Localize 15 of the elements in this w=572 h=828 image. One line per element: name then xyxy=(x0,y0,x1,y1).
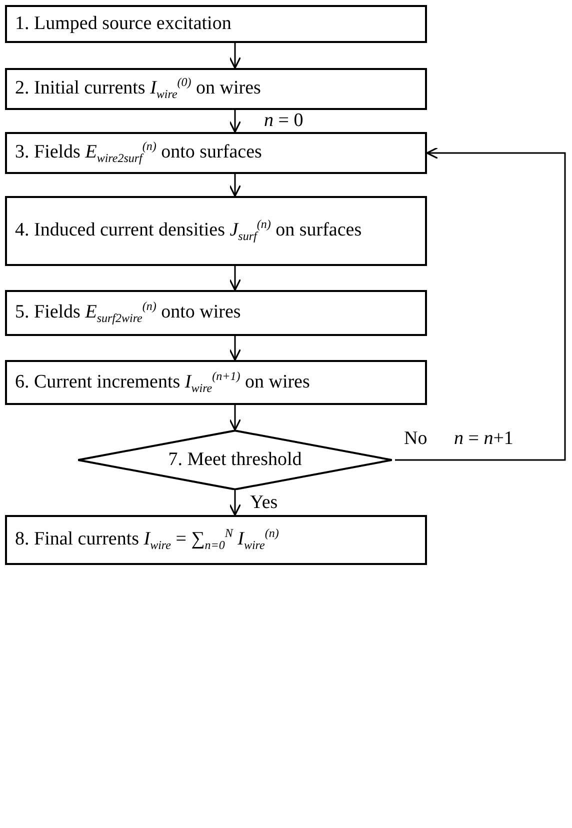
process-box: 1. Lumped source excitation xyxy=(5,5,427,43)
decision-diamond: 7. Meet threshold xyxy=(75,430,395,490)
process-box: 6. Current increments I$_{wire}$$^{(n+1)}$ on wires xyxy=(5,360,427,405)
process-box: 5. Fields E$_{surf2wire}$$^{(n)}$ onto wires xyxy=(5,290,427,336)
process-box: 2. Initial currents I$_{wire}$$^{(0)}$ on wires xyxy=(5,68,427,110)
arrow xyxy=(228,490,242,516)
arrow xyxy=(228,110,242,133)
process-box: 4. Induced current densities J$_{surf}$$^{(n)}$ on surfaces xyxy=(5,196,427,266)
arrow xyxy=(228,336,242,361)
process-box: 3. Fields E$_{wire2surf}$$^{(n)}$ onto surfaces xyxy=(5,132,427,174)
arrow xyxy=(228,43,242,69)
arrow xyxy=(395,146,566,461)
arrow xyxy=(228,174,242,197)
arrow xyxy=(228,266,242,291)
arrow xyxy=(228,405,242,431)
